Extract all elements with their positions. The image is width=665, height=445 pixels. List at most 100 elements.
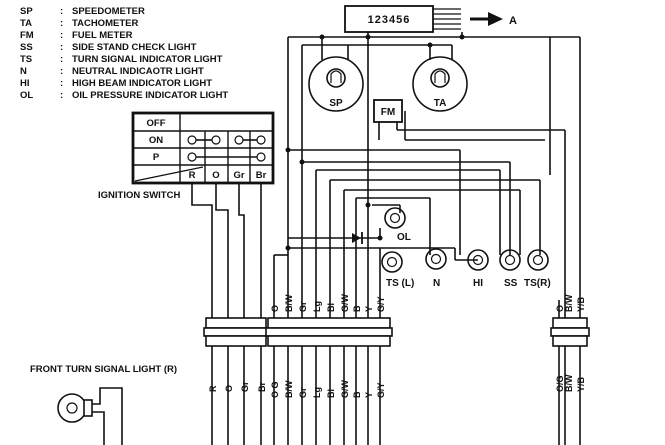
wire-label: G/Y bbox=[376, 382, 386, 398]
ignition-col-br: Br bbox=[256, 170, 267, 181]
side-stand-light: SS bbox=[499, 249, 521, 289]
wire-label: Br bbox=[257, 382, 267, 392]
svg-text::: : bbox=[60, 6, 63, 17]
front-turn-signal-light bbox=[57, 387, 123, 445]
ignition-col-gr: Gr bbox=[233, 170, 244, 181]
svg-text::: : bbox=[60, 78, 63, 89]
svg-text::: : bbox=[60, 54, 63, 65]
connector-pins: 123456 bbox=[368, 14, 411, 26]
switch-harness-connector bbox=[203, 317, 269, 347]
turn-signal-right-label: TS(R) bbox=[524, 278, 551, 289]
legend-name: TACHOMETER bbox=[72, 18, 138, 29]
wire-label: B bbox=[352, 391, 362, 398]
wire-label: Bl bbox=[326, 389, 336, 398]
legend-name: HIGH BEAM INDICATOR LIGHT bbox=[72, 78, 212, 89]
tachometer-label: TA bbox=[434, 98, 447, 109]
wire-label: O/G bbox=[555, 375, 565, 392]
svg-text::: : bbox=[60, 42, 63, 53]
front-turn-signal-title: FRONT TURN SIGNAL LIGHT (R) bbox=[30, 364, 177, 375]
legend-abbr: OL bbox=[20, 90, 33, 101]
wire-label: Gr bbox=[240, 381, 250, 392]
legend-abbr: N bbox=[20, 66, 27, 77]
svg-text::: : bbox=[60, 30, 63, 41]
wire-labels-switch-lower: R O Gr Br bbox=[208, 381, 267, 392]
legend-abbr: HI bbox=[20, 78, 30, 89]
junction-dots bbox=[285, 34, 465, 251]
svg-text::: : bbox=[60, 90, 63, 101]
wire-label: B/W bbox=[284, 294, 294, 312]
oil-pressure-light: OL bbox=[384, 207, 411, 243]
legend-name: TURN SIGNAL INDICATOR LIGHT bbox=[72, 54, 223, 65]
main-harness-connector bbox=[265, 317, 393, 347]
wire-label: Gr bbox=[298, 387, 308, 398]
harness-wires bbox=[287, 32, 581, 300]
ignition-col-r: R bbox=[189, 170, 196, 181]
wire-label: Y/B bbox=[576, 376, 586, 392]
wire-label: G/Y bbox=[376, 296, 386, 312]
meter-connector: 123456 A bbox=[344, 5, 517, 33]
right-harness-connector bbox=[550, 317, 590, 347]
wire-label: B/W bbox=[564, 294, 574, 312]
legend-abbr: SS bbox=[20, 42, 33, 53]
legend-name: SPEEDOMETER bbox=[72, 6, 145, 17]
wire-label: O bbox=[270, 305, 280, 312]
neutral-light: N bbox=[425, 248, 447, 289]
wire-label: G/W bbox=[340, 379, 350, 398]
wire-label: Bl bbox=[326, 303, 336, 312]
ignition-col-o: O bbox=[212, 170, 219, 181]
wire-labels-right-lower: O/G B/W Y/B bbox=[555, 374, 586, 392]
high-beam-label: HI bbox=[473, 278, 483, 289]
main-wires bbox=[273, 254, 581, 445]
wire-labels-main-lower: O G B/W Gr Lg Bl G/W B Y G/Y bbox=[270, 379, 386, 398]
wire-label: B/W bbox=[284, 380, 294, 398]
ignition-row-off: OFF bbox=[147, 118, 166, 129]
ignition-switch: OFF ON P R O Gr Br bbox=[131, 111, 275, 185]
connector-arrow-label: A bbox=[509, 15, 517, 27]
legend-name: NEUTRAL INDICAOTR LIGHT bbox=[72, 66, 204, 77]
svg-text::: : bbox=[60, 18, 63, 29]
legend-abbr: TA bbox=[20, 18, 32, 29]
diode-icon bbox=[352, 232, 363, 244]
ignition-switch-title: IGNITION SWITCH bbox=[98, 190, 180, 201]
speedometer: SP bbox=[308, 56, 364, 112]
oil-pressure-label: OL bbox=[397, 232, 411, 243]
legend-abbr: SP bbox=[20, 6, 33, 17]
wire-label: Y bbox=[364, 306, 374, 312]
ignition-row-on: ON bbox=[149, 135, 163, 146]
turn-signal-right-light: TS(R) bbox=[524, 249, 551, 289]
legend-name: OIL PRESSURE INDICATOR LIGHT bbox=[72, 90, 228, 101]
tachometer: TA bbox=[412, 56, 468, 112]
neutral-label: N bbox=[433, 278, 440, 289]
wire-label: R bbox=[208, 385, 218, 392]
wire-label: G/W bbox=[340, 293, 350, 312]
fuel-meter-label: FM bbox=[381, 107, 395, 118]
turn-signal-left-light: TS (L) bbox=[381, 251, 414, 289]
wire-label: Gr bbox=[298, 301, 308, 312]
switch-wires bbox=[191, 183, 262, 445]
legend-abbr: FM bbox=[20, 30, 34, 41]
arrow-icon bbox=[470, 12, 503, 26]
wire-label: B bbox=[352, 305, 362, 312]
svg-text::: : bbox=[60, 66, 63, 77]
fuel-meter: FM bbox=[373, 99, 403, 123]
side-stand-label: SS bbox=[504, 278, 518, 289]
wire-label: Lg bbox=[312, 387, 322, 398]
wire-label: O bbox=[555, 305, 565, 312]
wire-label: O G bbox=[270, 381, 280, 398]
wire-label: Y/B bbox=[576, 296, 586, 312]
wire-labels-main-upper: O B/W Gr Lg Bl G/W B Y G/Y bbox=[270, 293, 386, 312]
wire-label: Lg bbox=[312, 301, 322, 312]
wire-label: Y bbox=[364, 392, 374, 398]
legend-name: FUEL METER bbox=[72, 30, 133, 41]
high-beam-light: HI bbox=[467, 249, 489, 289]
legend: SP SPEEDOMETER TA TACHOMETER FM FUEL MET… bbox=[20, 6, 228, 101]
legend-abbr: TS bbox=[20, 54, 32, 65]
turn-signal-left-label: TS (L) bbox=[386, 278, 414, 289]
wire-label: B/W bbox=[564, 374, 574, 392]
speedometer-label: SP bbox=[329, 98, 343, 109]
ignition-row-p: P bbox=[153, 152, 160, 163]
wire-label: O bbox=[224, 385, 234, 392]
wire-labels-right-upper: O B/W Y/B bbox=[555, 294, 586, 312]
legend-name: SIDE STAND CHECK LIGHT bbox=[72, 42, 197, 53]
